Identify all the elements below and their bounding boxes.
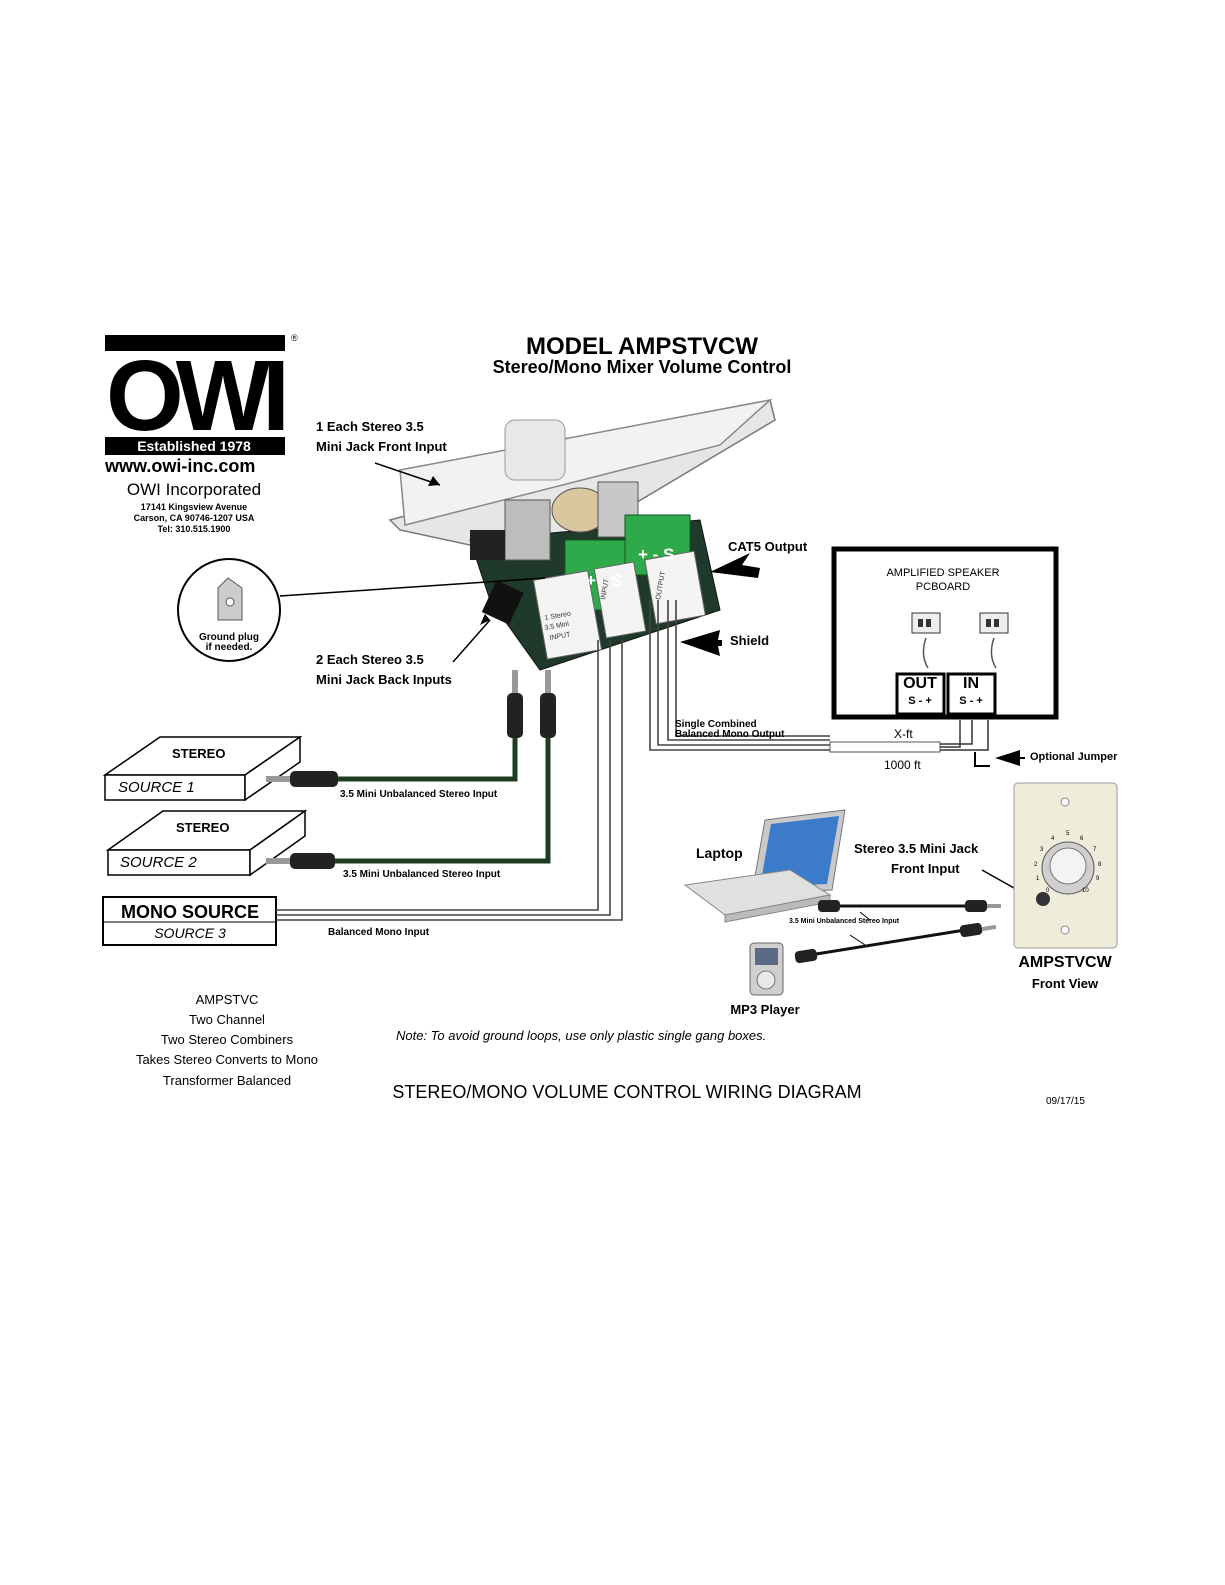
registered-mark: ® (291, 333, 298, 343)
source1-front-label: SOURCE 1 (118, 779, 195, 796)
knob-scale: 0 1 2 3 4 5 6 7 8 9 10 (1034, 831, 1102, 894)
feature-item: Takes Stereo Converts to Mono (135, 1052, 319, 1067)
svg-text:9: 9 (1096, 876, 1100, 882)
feature-item: AMPSTVC (195, 992, 259, 1007)
wiring-diagram-title: STEREO/MONO VOLUME CONTROL WIRING DIAGRA… (392, 1082, 862, 1102)
source3-label: SOURCE 3 (154, 925, 226, 941)
front-jack-label-line1: Stereo 3.5 Mini Jack (854, 841, 979, 856)
amplifier-title-line2: PCBOARD (915, 581, 971, 593)
wall-plate-front-view (1013, 782, 1118, 949)
logo-address1: 17141 Kingsview Avenue (140, 502, 248, 512)
svg-text:3: 3 (1040, 847, 1044, 853)
ground-plug-label-line2: if needed. (205, 642, 253, 653)
back-inputs-label-line1: 2 Each Stereo 3.5 (316, 652, 424, 667)
mono-input-wires (276, 640, 623, 921)
front-input-label-line2: Mini Jack Front Input (316, 439, 447, 454)
small-unbalanced-label: 3.5 Mini Unbalanced Stereo Input (789, 918, 900, 925)
cat5-output-label: CAT5 Output (728, 539, 808, 554)
svg-text:1: 1 (1036, 876, 1040, 882)
svg-text:10: 10 (1082, 888, 1089, 894)
jumper-arrow (995, 750, 1020, 766)
in-pins-label: S - + (959, 695, 983, 707)
single-combined-label-line2: Balanced Mono Output (675, 729, 785, 740)
stereo-source-1-box (102, 735, 303, 802)
ground-loop-note: Note: To avoid ground loops, use only pl… (396, 1028, 767, 1043)
single-combined-label-line1: Single Combined (675, 719, 757, 730)
svg-text:3.5 Mini: 3.5 Mini (544, 621, 570, 632)
svg-text:INPUT: INPUT (549, 631, 572, 642)
svg-text:0: 0 (1046, 888, 1050, 894)
stereo-cable-2 (266, 670, 556, 869)
logo-address2: Carson, CA 90746-1207 USA (133, 513, 255, 523)
front-input-cables (794, 900, 1001, 964)
svg-text:4: 4 (1051, 836, 1055, 842)
out-terminal-box (895, 672, 946, 716)
in-terminal-label: IN (963, 675, 979, 692)
svg-text:5: 5 (1066, 831, 1070, 837)
front-jack-label-line2: Front Input (891, 861, 960, 876)
distance-label: 1000 ft (884, 758, 921, 772)
svg-text:1 Stereo: 1 Stereo (544, 610, 571, 622)
logo-company: OWI Incorporated (126, 480, 262, 499)
out-terminal-label: OUT (903, 675, 937, 692)
owi-logo: OWI Established 1978 ® (105, 333, 298, 455)
left-terminal-label: + - S (586, 571, 622, 590)
output-wires (649, 600, 830, 751)
source2-top-label: STEREO (176, 820, 230, 835)
ground-plug-label-line1: Ground plug (199, 632, 259, 643)
svg-text:7: 7 (1093, 847, 1097, 853)
svg-text:6: 6 (1080, 836, 1084, 842)
shield-label: Shield (730, 633, 770, 648)
logo-brand-text: OWI (106, 340, 284, 452)
source1-top-label: STEREO (172, 746, 226, 761)
stereo-cable-1 (266, 670, 523, 787)
stereo-source-2-box (105, 809, 308, 877)
svg-text:8: 8 (1098, 862, 1102, 868)
logo-website: www.owi-inc.com (105, 456, 256, 476)
feature-item: Two Channel (189, 1012, 265, 1027)
mixer-device-image (388, 398, 776, 671)
source2-front-label: SOURCE 2 (120, 854, 197, 871)
laptop-label: Laptop (696, 845, 743, 861)
mp3-player-label: MP3 Player (730, 1002, 800, 1017)
front-input-label-line1: 1 Each Stereo 3.5 (316, 419, 424, 434)
balanced-mono-input-label: Balanced Mono Input (328, 927, 430, 938)
svg-text:INPUT: INPUT (600, 578, 611, 601)
front-view-label: Front View (1031, 976, 1099, 991)
out-pins-label: S - + (908, 695, 932, 707)
mono-source-box (102, 896, 277, 946)
pcb-connector-icons (911, 612, 1009, 669)
shield-arrow (680, 630, 722, 656)
right-terminal-label: + - S (638, 545, 674, 564)
logo-phone: Tel: 310.515.1900 (157, 524, 231, 534)
diagram-date: 09/17/15 (1046, 1096, 1085, 1107)
mono-source-label: MONO SOURCE (120, 902, 260, 922)
optional-jumper-label: Optional Jumper (1030, 751, 1118, 763)
mp3-player-icon (749, 942, 784, 996)
feature-item: Two Stereo Combiners (160, 1032, 294, 1047)
back-inputs-label-line2: Mini Jack Back Inputs (316, 672, 452, 687)
in-terminal-box (946, 672, 997, 716)
unbalanced-input-label-1: 3.5 Mini Unbalanced Stereo Input (340, 789, 498, 800)
feature-item: Transformer Balanced (162, 1073, 292, 1088)
laptop-icon (683, 809, 846, 923)
amplifier-title-line1: AMPLIFIED SPEAKER (886, 567, 1000, 579)
logo-established: Established 1978 (137, 438, 251, 454)
cat5-arrow (710, 553, 760, 578)
cat5-cable (829, 720, 990, 767)
model-subtitle: Stereo/Mono Mixer Volume Control (492, 357, 792, 377)
xft-label: X-ft (894, 727, 913, 741)
unbalanced-input-label-2: 3.5 Mini Unbalanced Stereo Input (343, 869, 501, 880)
model-title: MODEL AMPSTVCW (526, 333, 758, 360)
leader-lines (279, 462, 546, 663)
svg-text:2: 2 (1034, 862, 1038, 868)
front-view-model-label: AMPSTVCW (1018, 954, 1112, 971)
